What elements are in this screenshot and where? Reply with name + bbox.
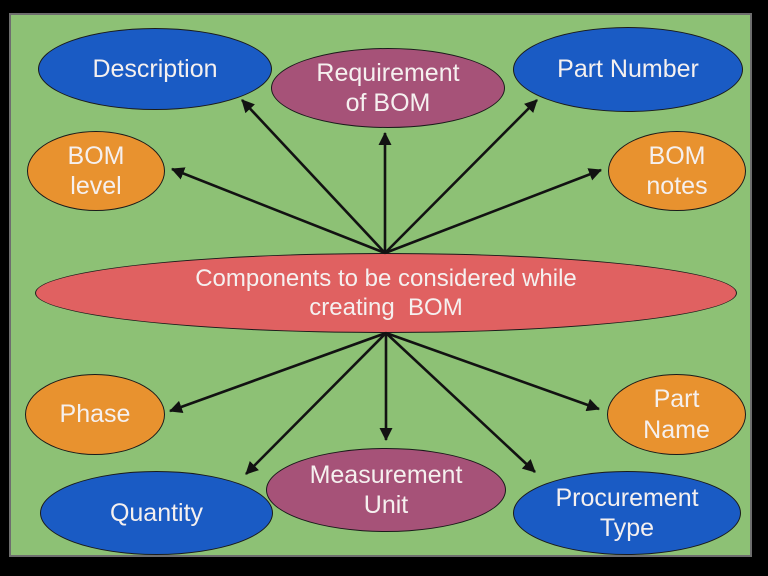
phase-ellipse: Phase: [25, 374, 165, 455]
quantity-ellipse: Quantity: [40, 471, 273, 555]
center-label-line: Components to be considered while: [195, 264, 577, 292]
part-name-label-line: Name: [643, 415, 710, 444]
part-name-label-line: Part: [653, 385, 700, 413]
measurement-unit-label-line: Measurement: [309, 460, 463, 489]
requirement-label-line: of BOM: [345, 89, 431, 117]
bom-level-label-line: BOM: [67, 141, 125, 170]
center-label-line: creating BOM: [309, 294, 463, 321]
quantity-label-line: Quantity: [109, 498, 204, 527]
bom-notes-label-line: BOM: [648, 141, 706, 170]
requirement-label-line: Requirement: [316, 58, 460, 87]
measurement-unit-label-line: Unit: [363, 491, 409, 519]
procurement-type-label-line: Type: [599, 514, 655, 542]
part-number-ellipse: Part Number: [513, 27, 743, 112]
bom-notes-label-line: notes: [646, 172, 708, 200]
part-number-label-line: Part Number: [557, 55, 699, 84]
description-label-line: Description: [92, 54, 218, 83]
phase-label-line: Phase: [59, 400, 131, 429]
bom-level-label-line: level: [70, 172, 122, 200]
description-ellipse: Description: [38, 28, 272, 110]
procurement-type-label-line: Procurement: [555, 483, 699, 512]
